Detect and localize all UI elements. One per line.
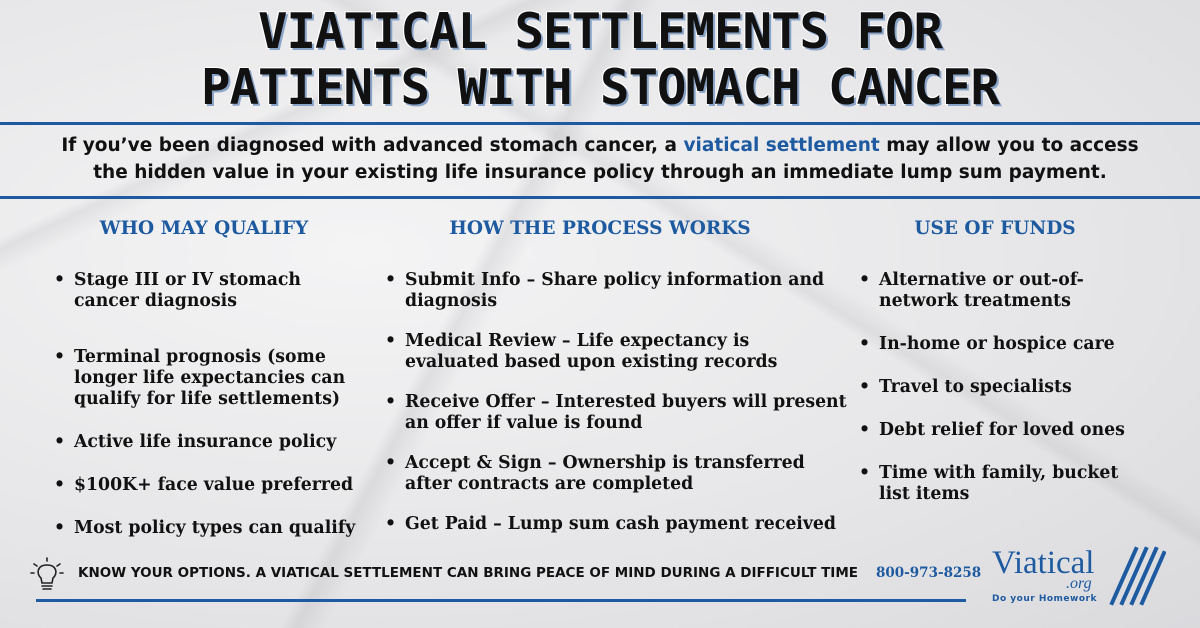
list-item: Active life insurance policy — [52, 432, 362, 453]
title-line-1: VIATICAL SETTLEMENTS FOR — [257, 3, 943, 60]
divider-middle — [0, 196, 1200, 199]
list-item: Get Paid – Lump sum cash payment receive… — [383, 514, 848, 535]
funds-list: Alternative or out-of-network treatments… — [857, 270, 1147, 505]
viatical-settlement-link[interactable]: viatical settlement — [683, 135, 880, 156]
list-item: Travel to specialists — [857, 377, 1147, 398]
phone-number[interactable]: 800-973-8258 — [876, 565, 982, 581]
list-item: Accept & Sign – Ownership is transferred… — [383, 453, 848, 495]
intro-text-part: may allow you to access — [879, 135, 1139, 156]
page-title: VIATICAL SETTLEMENTS FOR PATIENTS WITH S… — [0, 4, 1200, 116]
brand-tagline: Do your Homework — [992, 594, 1097, 604]
list-item: $100K+ face value preferred — [52, 475, 362, 496]
intro-text-line2: the hidden value in your existing life i… — [93, 162, 1107, 183]
brand-org: .org — [1066, 575, 1092, 592]
funds-heading: USE OF FUNDS — [914, 218, 1076, 239]
divider-top — [0, 122, 1200, 125]
divider-footer — [36, 599, 966, 602]
process-heading: HOW THE PROCESS WORKS — [449, 218, 751, 239]
slash-stripes-icon — [1109, 546, 1166, 606]
list-item: Stage III or IV stomach cancer diagnosis — [52, 270, 362, 312]
footer-tagline: KNOW YOUR OPTIONS. A VIATICAL SETTLEMENT… — [78, 565, 858, 581]
list-item: Submit Info – Share policy information a… — [383, 270, 848, 312]
title-line-2: PATIENTS WITH STOMACH CANCER — [200, 59, 1000, 116]
list-item: Receive Offer – Interested buyers will p… — [383, 392, 848, 434]
intro-text-part: If you’ve been diagnosed with advanced s… — [61, 135, 684, 156]
qualify-list: Stage III or IV stomach cancer diagnosis… — [52, 270, 362, 539]
list-item: Terminal prognosis (some longer life exp… — [52, 347, 362, 410]
list-item: Medical Review – Life expectancy is eval… — [383, 331, 848, 373]
list-item: Alternative or out-of-network treatments — [857, 270, 1147, 312]
intro-text: If you’ve been diagnosed with advanced s… — [30, 132, 1170, 186]
brand-logo[interactable]: Viatical .org Do your Homework — [992, 545, 1172, 607]
list-item: Debt relief for loved ones — [857, 420, 1147, 441]
list-item: Time with family, bucket list items — [857, 463, 1147, 505]
list-item: Most policy types can qualify — [52, 518, 362, 539]
lightbulb-icon — [30, 557, 64, 590]
qualify-heading: WHO MAY QUALIFY — [99, 218, 309, 239]
process-list: Submit Info – Share policy information a… — [383, 270, 848, 535]
brand-name: Viatical — [992, 545, 1095, 581]
list-item: In-home or hospice care — [857, 334, 1147, 355]
